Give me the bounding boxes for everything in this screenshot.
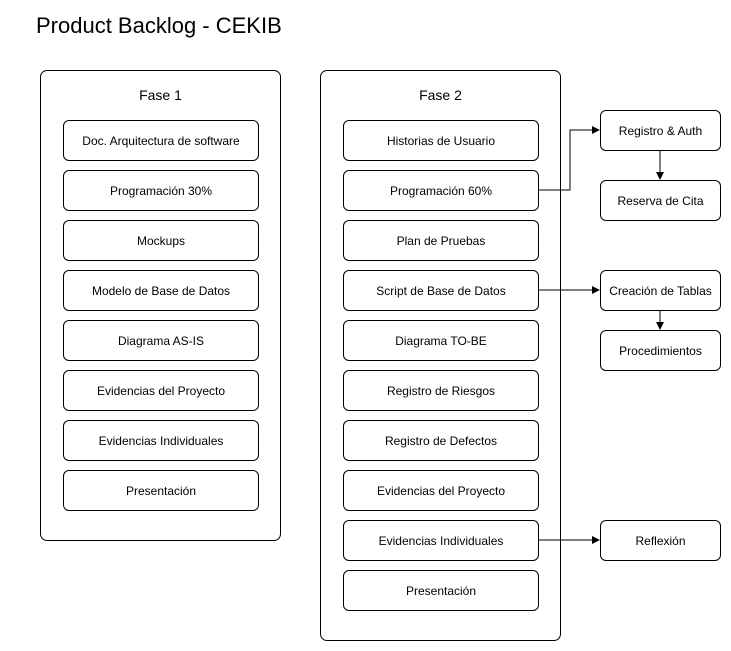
phase-1-item-evidencias-individuales[interactable]: Evidencias Individuales [63, 420, 259, 461]
phase-2-item-programacion-60[interactable]: Programación 60% [343, 170, 539, 211]
phase-1-item-doc-arquitectura[interactable]: Doc. Arquitectura de software [63, 120, 259, 161]
arrow-programacion-60-to-registro-auth [539, 126, 600, 191]
phase-2-title: Fase 2 [419, 87, 462, 103]
phase-1-item-presentacion[interactable]: Presentación [63, 470, 259, 511]
side-node-registro-auth[interactable]: Registro & Auth [600, 110, 721, 151]
phase-2-item-evidencias-proyecto[interactable]: Evidencias del Proyecto [343, 470, 539, 511]
phase-1-item-mockups[interactable]: Mockups [63, 220, 259, 261]
side-node-creacion-tablas[interactable]: Creación de Tablas [600, 270, 721, 311]
phase-2-item-registro-defectos[interactable]: Registro de Defectos [343, 420, 539, 461]
phase-2-item-registro-riesgos[interactable]: Registro de Riesgos [343, 370, 539, 411]
phase-1-item-modelo-base-datos[interactable]: Modelo de Base de Datos [63, 270, 259, 311]
phase-2-item-plan-pruebas[interactable]: Plan de Pruebas [343, 220, 539, 261]
phase-1-title: Fase 1 [139, 87, 182, 103]
phase-2-item-presentacion[interactable]: Presentación [343, 570, 539, 611]
phase-1-item-programacion-30[interactable]: Programación 30% [63, 170, 259, 211]
phase-2-item-historias-usuario[interactable]: Historias de Usuario [343, 120, 539, 161]
side-node-reflexion[interactable]: Reflexión [600, 520, 721, 561]
phase-2-item-diagrama-to-be[interactable]: Diagrama TO-BE [343, 320, 539, 361]
diagram-title: Product Backlog - CEKIB [36, 13, 282, 38]
phase-2-item-script-base-datos[interactable]: Script de Base de Datos [343, 270, 539, 311]
side-node-procedimientos[interactable]: Procedimientos [600, 330, 721, 371]
phase-1-item-evidencias-proyecto[interactable]: Evidencias del Proyecto [63, 370, 259, 411]
side-node-reserva-cita[interactable]: Reserva de Cita [600, 180, 721, 221]
phase-1-item-diagrama-as-is[interactable]: Diagrama AS-IS [63, 320, 259, 361]
phase-2-item-evidencias-individuales[interactable]: Evidencias Individuales [343, 520, 539, 561]
